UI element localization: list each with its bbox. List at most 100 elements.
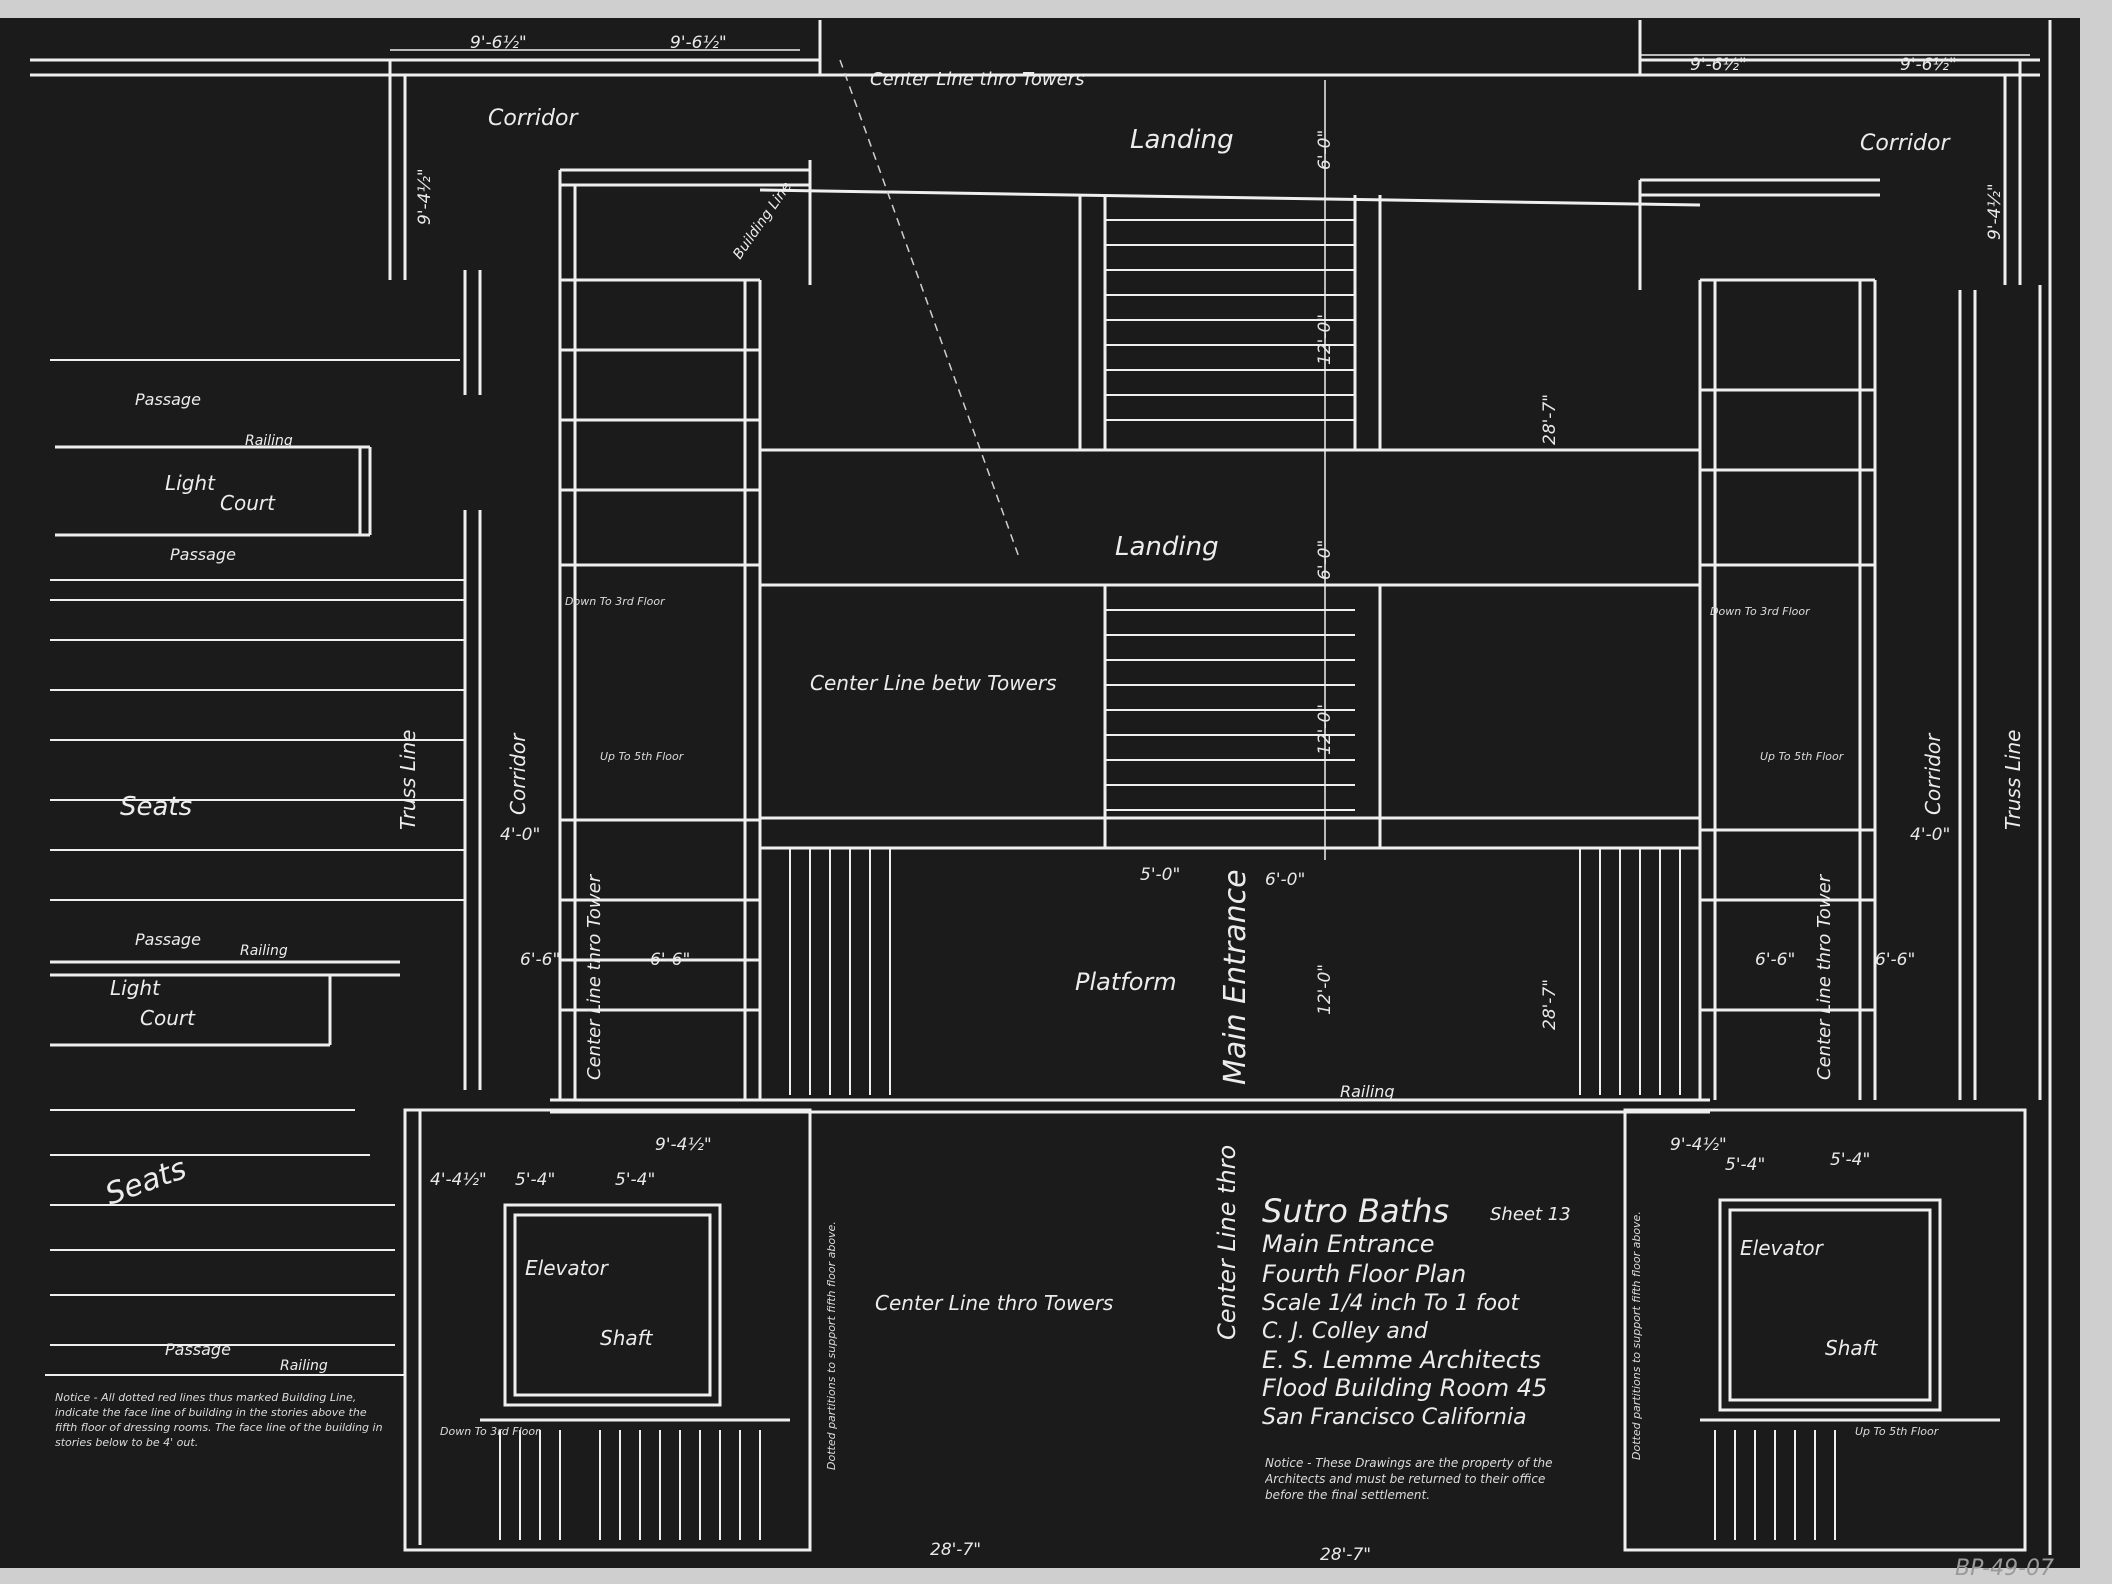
dim-28-7-lower: 28'-7" bbox=[1540, 979, 1560, 1030]
title-line-8: San Francisco California bbox=[1262, 1405, 1527, 1430]
label-truss-line-left: Truss Line bbox=[396, 730, 420, 830]
dim-5-0-platform: 5'-0" bbox=[1140, 865, 1180, 885]
top-walls bbox=[30, 20, 2040, 285]
dim-9-4half-right: 9'-4½" bbox=[1670, 1135, 1727, 1155]
central-hall-walls bbox=[759, 188, 1701, 850]
label-truss-line-right: Truss Line bbox=[2001, 730, 2025, 830]
right-corridor-walls bbox=[1958, 20, 2052, 1555]
label-center-line-left: Center Line thro Tower bbox=[584, 873, 605, 1080]
dim-left-wall: 9'-4½" bbox=[415, 168, 435, 225]
dim-5-4-right-1: 5'-4" bbox=[1725, 1155, 1765, 1175]
label-railing-3: Railing bbox=[280, 1358, 328, 1374]
label-passage-2: Passage bbox=[170, 545, 236, 564]
top-dimension-lines bbox=[390, 49, 2030, 860]
lower-stair-treads bbox=[1105, 609, 1355, 811]
right-elevator-block bbox=[1623, 1108, 2027, 1552]
platform-steps bbox=[789, 848, 1681, 1095]
left-elevator-block bbox=[403, 1108, 812, 1552]
notice-left: Notice - All dotted red lines thus marke… bbox=[55, 1391, 383, 1449]
label-passage-1: Passage bbox=[135, 390, 201, 409]
upper-stair-treads bbox=[1105, 219, 1355, 421]
dim-28-7-upper: 28'-7" bbox=[1540, 394, 1560, 445]
archive-stamp: BP-49-07 bbox=[1955, 1556, 2054, 1581]
label-corridor-right-vertical: Corridor bbox=[1921, 732, 1945, 815]
label-center-line-thro-towers-bottom: Center Line thro Towers bbox=[875, 1291, 1113, 1315]
dim-6-0-top: 6'-0" bbox=[1315, 130, 1335, 170]
dim-6-6-left-1: 6'-6" bbox=[520, 950, 560, 970]
label-up-5th-right-lower: Up To 5th Floor bbox=[1855, 1425, 1940, 1438]
dim-12-0-top: 12'-0" bbox=[1315, 314, 1335, 365]
left-corridor-walls bbox=[50, 270, 482, 1545]
dim-28-7-bottom-right: 28'-7" bbox=[1320, 1545, 1371, 1565]
title-line-6: E. S. Lemme Architects bbox=[1262, 1346, 1541, 1374]
label-court-1: Court bbox=[220, 491, 276, 515]
label-railing-2: Railing bbox=[240, 943, 288, 959]
dim-right-wall: 9'-4½" bbox=[1985, 183, 2005, 240]
label-railing-main: Railing bbox=[1340, 1082, 1395, 1101]
dim-4-0-left: 4'-0" bbox=[500, 825, 540, 845]
label-down-3rd-right: Down To 3rd Floor bbox=[1710, 605, 1811, 618]
dim-6-6-right-2: 6'-6" bbox=[1875, 950, 1915, 970]
label-seats-2: Seats bbox=[101, 1151, 191, 1212]
dim-top-left-1: 9'-6½" bbox=[470, 33, 527, 53]
dim-5-4-left-2: 5'-4" bbox=[615, 1170, 655, 1190]
main-railing bbox=[550, 1098, 1710, 1114]
label-passage-4: Passage bbox=[165, 1340, 231, 1359]
label-passage-3: Passage bbox=[135, 930, 201, 949]
dim-12-0-platform: 12'-0" bbox=[1315, 964, 1335, 1015]
title-line-1: Sutro Baths bbox=[1262, 1192, 1449, 1230]
dim-6-6-left-2: 6'-6" bbox=[650, 950, 690, 970]
title-block: Sutro Baths Sheet 13 Main Entrance Fourt… bbox=[1262, 1192, 1571, 1430]
label-light-1: Light bbox=[165, 471, 216, 495]
dim-6-6-right-1: 6'-6" bbox=[1755, 950, 1795, 970]
diagonal-dashed-line bbox=[839, 59, 1021, 561]
label-shaft-left: Shaft bbox=[600, 1326, 654, 1350]
dim-top-right-2: 9'-6½" bbox=[1900, 55, 1957, 75]
left-elevator-stairs bbox=[499, 1430, 761, 1540]
title-line-4: Scale 1/4 inch To 1 foot bbox=[1262, 1291, 1520, 1316]
label-court-2: Court bbox=[140, 1006, 196, 1030]
label-landing-top: Landing bbox=[1130, 125, 1234, 155]
label-center-line-right: Center Line thro Tower bbox=[1814, 873, 1835, 1080]
seat-rows-upper bbox=[50, 359, 465, 901]
right-elevator-stairs bbox=[1714, 1430, 1836, 1540]
label-center-line-betw-towers: Center Line betw Towers bbox=[810, 671, 1057, 695]
label-up-5th-left: Up To 5th Floor bbox=[600, 750, 685, 763]
girder-note-right: Dotted partitions to support fifth floor… bbox=[1630, 1211, 1643, 1460]
label-shaft-right: Shaft bbox=[1825, 1336, 1879, 1360]
label-down-3rd-left-lower: Down To 3rd Floor bbox=[440, 1425, 541, 1438]
label-corridor-left-vertical: Corridor bbox=[506, 732, 530, 815]
title-line-5: C. J. Colley and bbox=[1262, 1319, 1429, 1344]
label-platform: Platform bbox=[1075, 968, 1177, 996]
dim-4-0-right: 4'-0" bbox=[1910, 825, 1950, 845]
seat-rows-lower bbox=[45, 1109, 405, 1376]
title-line-7: Flood Building Room 45 bbox=[1262, 1374, 1547, 1402]
label-up-5th-right: Up To 5th Floor bbox=[1760, 750, 1845, 763]
dim-top-left-2: 9'-6½" bbox=[670, 33, 727, 53]
label-center-line-thro-vertical: Center Line thro bbox=[1213, 1145, 1241, 1340]
title-sheet: Sheet 13 bbox=[1490, 1204, 1571, 1225]
label-elevator-left: Elevator bbox=[525, 1256, 610, 1280]
label-corridor-left: Corridor bbox=[488, 106, 579, 131]
dim-4-4half-left: 4'-4½" bbox=[430, 1170, 487, 1190]
dim-5-4-right-2: 5'-4" bbox=[1830, 1150, 1870, 1170]
notice-right: Notice - These Drawings are the property… bbox=[1265, 1456, 1553, 1502]
dim-6-0-mid: 6'-0" bbox=[1315, 540, 1335, 580]
dim-28-7-bottom-left: 28'-7" bbox=[930, 1540, 981, 1560]
dim-9-4half-left: 9'-4½" bbox=[655, 1135, 712, 1155]
right-tower-walls bbox=[1638, 178, 1880, 1100]
label-main-entrance: Main Entrance bbox=[1218, 869, 1253, 1085]
title-line-3: Fourth Floor Plan bbox=[1262, 1260, 1466, 1288]
title-line-2: Main Entrance bbox=[1262, 1230, 1434, 1258]
dim-5-4-left-1: 5'-4" bbox=[515, 1170, 555, 1190]
label-landing-middle: Landing bbox=[1115, 532, 1219, 562]
girder-note-left: Dotted partitions to support fifth floor… bbox=[825, 1221, 838, 1470]
label-railing-1: Railing bbox=[245, 433, 293, 449]
dim-top-right-1: 9'-6½" bbox=[1690, 55, 1747, 75]
dim-6-0-platform: 6'-0" bbox=[1265, 870, 1305, 890]
label-center-line-thro-towers-top: Center Line thro Towers bbox=[870, 69, 1085, 90]
dimension-labels: 9'-6½" 9'-6½" 9'-6½" 9'-6½" 9'-4½" 9'-4½… bbox=[415, 33, 2005, 1565]
dim-12-0-mid: 12'-0" bbox=[1315, 704, 1335, 755]
label-seats-1: Seats bbox=[120, 792, 192, 822]
